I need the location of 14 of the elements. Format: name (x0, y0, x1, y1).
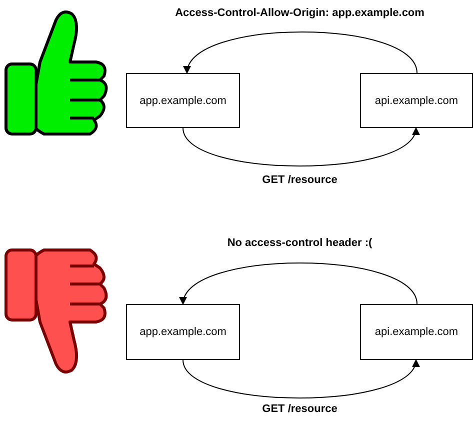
curved-arrow (182, 127, 418, 166)
host-name: app.example.com (140, 94, 226, 106)
curved-arrow (186, 32, 418, 74)
host-name: api.example.com (374, 326, 458, 338)
curved-arrow (182, 262, 418, 305)
server-box (360, 304, 473, 360)
edge-label: Access-Control-Allow-Origin: app.example.com (173, 6, 426, 20)
server-box (126, 304, 240, 360)
edge-label: No access-control header :( (225, 236, 374, 250)
server-box (360, 73, 473, 128)
host-name: app.example.com (140, 326, 226, 338)
curved-arrow (182, 359, 418, 398)
host-name: api.example.com (374, 94, 458, 106)
server-box (126, 73, 240, 128)
